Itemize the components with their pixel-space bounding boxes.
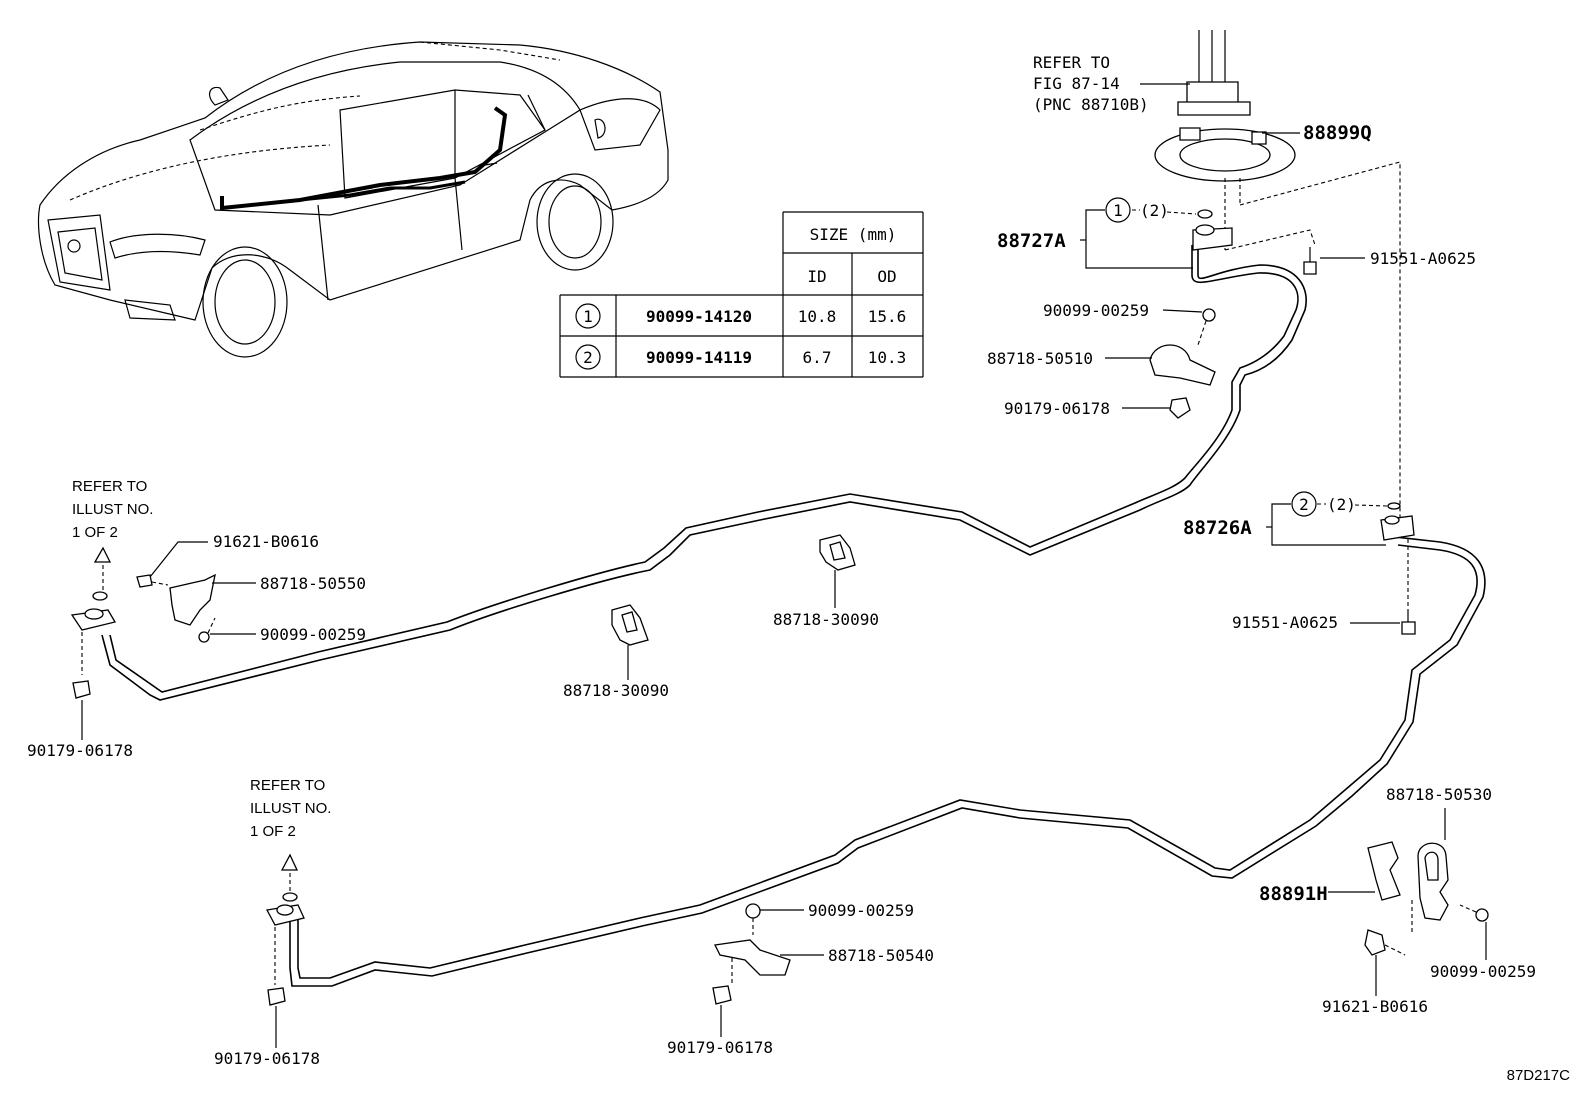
vehicle-illustration <box>37 41 669 358</box>
callout-90179-top: 90179-06178 <box>1004 399 1110 418</box>
callout-88718-50530: 88718-50530 <box>1386 785 1492 804</box>
callout-91621-right: 91621-B0616 <box>1322 997 1428 1016</box>
size-table-col-od: OD <box>877 267 896 286</box>
callout-88899q: 88899Q <box>1303 122 1372 144</box>
figure-code: 87D217C <box>1507 1067 1571 1084</box>
bottom-left-union-area <box>265 853 305 1006</box>
size-table-row1-part: 90099-14120 <box>646 307 752 326</box>
bottom-middle-clamp-area <box>712 903 791 1005</box>
size-table-header: SIZE (mm) <box>810 225 897 244</box>
refer-illust-bottom-line3: 1 OF 2 <box>250 823 296 840</box>
callout-88718-50550: 88718-50550 <box>260 574 366 593</box>
size-table: SIZE (mm) ID OD 1 90099-14120 10.8 15.6 … <box>559 211 924 378</box>
size-table-row1-od: 15.6 <box>868 307 907 326</box>
callout-90099-00259-bottom: 90099-00259 <box>808 901 914 920</box>
size-table-row2-marker: 2 <box>583 348 593 367</box>
callout-91551-top: 91551-A0625 <box>1370 249 1476 268</box>
refer-fig-line1: REFER TO <box>1033 53 1110 72</box>
callout-88727a: 88727A <box>997 230 1066 252</box>
callout-88718-50540: 88718-50540 <box>828 946 934 965</box>
size-table-row2-od: 10.3 <box>868 348 907 367</box>
callout-91551-mid: 91551-A0625 <box>1232 613 1338 632</box>
clips-88718-30090 <box>611 534 856 646</box>
callout-88726a: 88726A <box>1183 517 1252 539</box>
callout-90179-bottom-mid: 90179-06178 <box>667 1038 773 1057</box>
callout-88718-30090-b: 88718-30090 <box>773 610 879 629</box>
union-88726a-area <box>1380 502 1416 635</box>
callout-91621-left: 91621-B0616 <box>213 532 319 551</box>
callout-qty2: (2) <box>1327 495 1356 514</box>
right-clamp-area <box>1364 841 1489 956</box>
callout-90179-bottom-left: 90179-06178 <box>214 1049 320 1068</box>
callout-90099-00259-top: 90099-00259 <box>1043 301 1149 320</box>
callouts: REFER TO FIG 87-14 (PNC 88710B) 88899Q 8… <box>27 53 1570 1084</box>
brake-tubes <box>101 245 1486 987</box>
size-table-row2-part: 90099-14119 <box>646 348 752 367</box>
refer-fig-line3: (PNC 88710B) <box>1033 95 1149 114</box>
callout-qty1: (2) <box>1140 201 1169 220</box>
refer-illust-left-line1: REFER TO <box>72 478 147 495</box>
left-union-area <box>70 546 216 699</box>
refer-illust-bottom-line1: REFER TO <box>250 777 325 794</box>
master-cylinder-area <box>1149 30 1409 610</box>
callout-marker2: 2 <box>1299 495 1309 514</box>
callout-90099-00259-left: 90099-00259 <box>260 625 366 644</box>
callout-marker1: 1 <box>1113 201 1123 220</box>
callout-88718-50510: 88718-50510 <box>987 349 1093 368</box>
refer-illust-left-line2: ILLUST NO. <box>72 501 153 518</box>
size-table-row1-marker: 1 <box>583 307 593 326</box>
refer-illust-left-line3: 1 OF 2 <box>72 524 118 541</box>
size-table-row2-id: 6.7 <box>803 348 832 367</box>
callout-90179-left: 90179-06178 <box>27 741 133 760</box>
callout-90099-00259-right: 90099-00259 <box>1430 962 1536 981</box>
refer-fig-line2: FIG 87-14 <box>1033 74 1120 93</box>
refer-illust-bottom-line2: ILLUST NO. <box>250 800 331 817</box>
callout-88891h: 88891H <box>1259 883 1328 905</box>
callout-88718-30090-a: 88718-30090 <box>563 681 669 700</box>
size-table-row1-id: 10.8 <box>798 307 837 326</box>
size-table-col-id: ID <box>807 267 826 286</box>
